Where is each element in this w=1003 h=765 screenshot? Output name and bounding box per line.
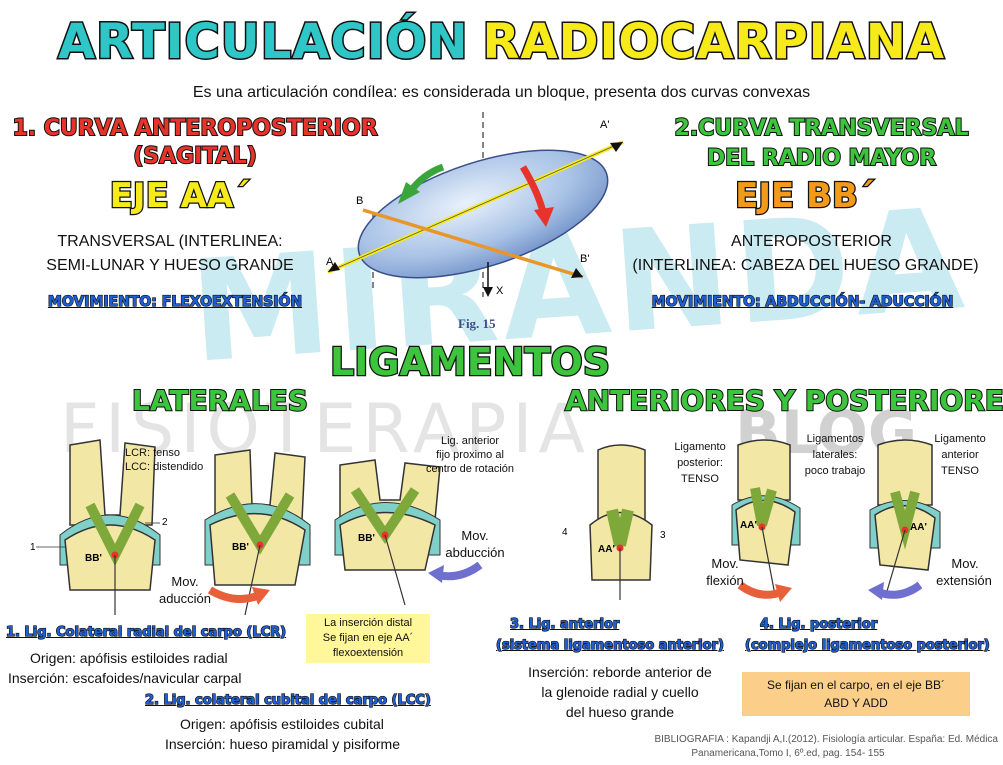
bibliography-line1: BIBLIOGRAFIA : Kapandji A,I.(2012). Fisi… [654, 734, 998, 745]
num-3: 3 [660, 530, 666, 541]
abduction-arrow [437, 561, 483, 581]
left-heading-line1: 1. CURVA ANTEROPOSTERIOR [11, 115, 378, 142]
lig4-title: 4. Lig. posterior [759, 616, 878, 632]
left-desc-line2: SEMI-LUNAR Y HUESO GRANDE [46, 257, 294, 274]
subtitle: Es una articulación condílea: es conside… [192, 84, 811, 101]
right-heading-line1: 2.CURVA TRANSVERSAL [674, 115, 970, 142]
note-anterior-line1: Lig. anterior [440, 435, 500, 447]
lig1-origen: Origen: apófisis estiloides radial [30, 650, 228, 666]
axis-bb-line [362, 208, 584, 279]
mov-aduccion-1: Mov. [171, 574, 199, 589]
note-posterior-3: TENSO [681, 473, 719, 485]
fig-caption: Fig. 15 [458, 316, 496, 331]
lig1-insercion: Inserción: escafoides/navicular carpal [8, 670, 242, 686]
note-anterior-ap-3: TENSO [941, 465, 979, 477]
wrist-diagram-ap-neutral: AA' 4 3 [562, 444, 666, 600]
laterales-heading: LATERALES [131, 383, 309, 418]
mov-abduccion-1: Mov. [461, 528, 489, 543]
mov-flexion-2: flexión [706, 573, 744, 588]
wrist-diagram-adduction: BB' [204, 449, 311, 615]
ellipsoid-shape [357, 149, 609, 279]
mov-flexion-1: Mov. [711, 556, 739, 571]
left-heading-line2: (SAGITAL) [132, 143, 258, 170]
ant-post-wrist-diagrams: AA' 4 3 AA' AA' [562, 439, 941, 602]
ant-post-note-box: Se fijan en el carpo, en el eje BB´ ABD … [742, 672, 970, 716]
note-laterales-2: laterales: [812, 449, 858, 461]
right-movement: MOVIMIENTO: ABDUCCIÓN- ADUCCIÓN [651, 293, 954, 310]
fig-label-a-prime: A' [600, 119, 609, 131]
fig-label-a: A [326, 256, 334, 268]
wrist-diagram-extension: AA' [869, 439, 941, 599]
ligamentos-title: LIGAMENTOS [329, 339, 612, 386]
wrist-diagram-abduction: BB' [334, 459, 441, 606]
aa-label-3: AA' [910, 522, 927, 533]
wrist-diagram-neutral: BB' 1 2 [30, 439, 168, 615]
mov-extension-2: extensión [936, 573, 992, 588]
num-4: 4 [562, 527, 568, 538]
lig3-insercion-2: la glenoide radial y cuello [541, 684, 699, 700]
lig2-title: 2. Lig. colateral cubital del carpo (LCC… [144, 692, 431, 708]
lateral-note-line2: Se fijan en eje AA´ [322, 632, 414, 644]
ant-post-heading: ANTERIORES Y POSTERIORES [564, 383, 1003, 418]
num-2: 2 [162, 517, 168, 528]
right-desc-line2: (INTERLINEA: CABEZA DEL HUESO GRANDE) [632, 257, 979, 274]
right-heading-line2: DEL RADIO MAYOR [706, 145, 937, 172]
lig3-insercion-3: del hueso grande [565, 704, 675, 720]
note-anterior-ap-2: anterior [941, 449, 979, 461]
ellipsoid-figure: A A' B B' X Fig. 15 [326, 112, 624, 331]
bb-label-1: BB' [85, 553, 102, 564]
note-laterales-1: Ligamentos [806, 433, 864, 445]
lig2-origen: Origen: apófisis estiloides cubital [180, 716, 384, 732]
mov-abduccion-2: abducción [445, 545, 505, 560]
title-part1: ARTICULACIÓN [56, 13, 469, 72]
ant-post-note-line2: ABD Y ADD [824, 696, 888, 710]
aa-label-1: AA' [598, 544, 615, 555]
bibliography-line2: Panamericana,Tomo I, 6º.ed, pag. 154- 15… [691, 748, 885, 759]
note-anterior-ap-1: Ligamento [934, 433, 986, 445]
lateral-wrist-diagrams: BB' 1 2 BB' BB' [30, 439, 483, 615]
bb-label-3: BB' [358, 533, 375, 544]
extension-arrow [876, 581, 923, 599]
note-laterales-3: poco trabajo [804, 465, 866, 477]
note-lcr: LCR: tenso [125, 447, 181, 459]
note-anterior-line2: fijo proximo al [436, 449, 504, 461]
note-anterior-line3: centro de rotación [425, 463, 515, 475]
fig-label-b-prime: B' [580, 253, 589, 265]
wrist-diagram-flexion: AA' [731, 439, 801, 596]
lig3-title: 3. Lig. anterior [509, 616, 620, 632]
right-axis-label: EJE BB´ [734, 175, 876, 218]
left-axis-label: EJE AA´ [108, 175, 251, 218]
lig2-insercion: Inserción: hueso piramidal y pisiforme [165, 736, 400, 752]
aa-label-2: AA' [740, 520, 757, 531]
right-desc-line1: ANTEROPOSTERIOR [731, 233, 892, 250]
fig-label-x: X [496, 285, 504, 297]
lateral-note-box: La inserción distal Se fijan en eje AA´ … [306, 614, 430, 663]
bb-label-2: BB' [232, 542, 249, 553]
note-posterior-1: Ligamento [674, 441, 726, 453]
note-lcc: LCC: distendido [125, 461, 204, 473]
num-1: 1 [30, 542, 36, 553]
lateral-note-line1: La inserción distal [323, 617, 413, 629]
ant-post-note-line1: Se fijan en el carpo, en el eje BB´ [766, 678, 946, 692]
mov-extension-1: Mov. [951, 556, 979, 571]
note-posterior-2: posterior: [677, 457, 723, 469]
title-part2: RADIOCARPIANA [481, 13, 946, 72]
lig4-sub: (complejo ligamentoso posterior) [744, 637, 990, 653]
lateral-note-line3: flexoextensión [332, 647, 404, 659]
lig3-sub: (sistema ligamentoso anterior) [495, 637, 724, 653]
left-desc-line1: TRANSVERSAL (INTERLINEA: [57, 233, 283, 250]
lig1-title: 1. Lig. Colateral radial del carpo (LCR) [5, 624, 287, 640]
mov-aduccion-2: aducción [158, 591, 212, 606]
red-rotation-arrow [519, 165, 547, 213]
lig3-insercion-1: Inserción: reborde anterior de [528, 664, 712, 680]
left-movement: MOVIMIENTO: FLEXOEXTENSIÓN [47, 293, 303, 310]
fig-label-b: B [356, 195, 363, 207]
